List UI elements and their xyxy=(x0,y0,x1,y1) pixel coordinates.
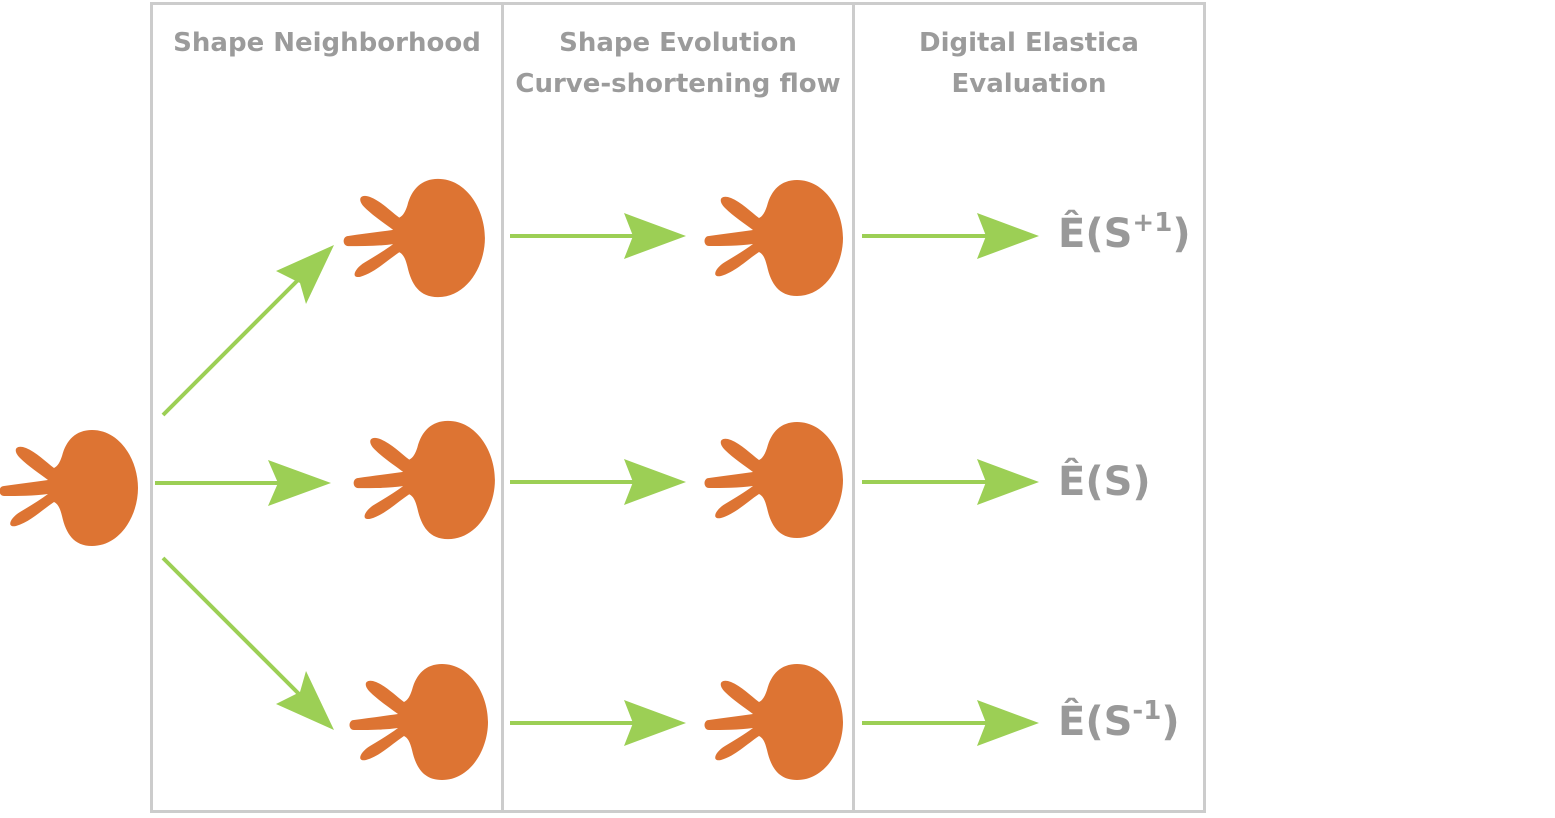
energy-close: ) xyxy=(1172,211,1191,257)
elastica-evaluation-panel: Digital Elastica Evaluation xyxy=(852,2,1206,813)
title-line: Curve-shortening flow xyxy=(515,69,841,99)
arrow-evolve-zero xyxy=(510,459,686,505)
arrow-evaluate-plus xyxy=(862,213,1039,259)
arrow-to-neighbor-minus xyxy=(161,556,334,730)
title-line: Shape Evolution xyxy=(559,28,797,58)
arrow-to-neighbor-zero xyxy=(155,460,331,506)
energy-sup: +1 xyxy=(1132,208,1173,238)
arrow-evaluate-minus xyxy=(862,700,1039,746)
energy-base: Ê(S xyxy=(1058,211,1133,257)
shape-evolution-title: Shape Evolution Curve-shortening flow xyxy=(504,23,852,105)
input-shape xyxy=(0,430,138,546)
arrow-to-neighbor-plus xyxy=(161,245,334,417)
arrow-evolve-plus xyxy=(510,213,686,259)
shape-neighborhood-panel: Shape Neighborhood xyxy=(150,2,504,813)
title-line: Digital Elastica xyxy=(919,28,1139,58)
title-line: Evaluation xyxy=(951,69,1107,99)
energy-base: Ê(S xyxy=(1058,459,1133,505)
energy-base: Ê(S xyxy=(1058,699,1133,745)
shape-neighborhood-title: Shape Neighborhood xyxy=(153,23,501,64)
energy-label-zero: Ê(S) xyxy=(1058,458,1151,506)
title-line: Shape Neighborhood xyxy=(173,28,481,58)
energy-close: ) xyxy=(1161,699,1180,745)
energy-close: ) xyxy=(1132,459,1151,505)
arrow-evolve-minus xyxy=(510,700,686,746)
elastica-evaluation-title: Digital Elastica Evaluation xyxy=(855,23,1203,105)
shape-evolution-panel: Shape Evolution Curve-shortening flow xyxy=(501,2,855,813)
energy-label-minus: Ê(S-1) xyxy=(1058,698,1180,746)
arrow-evaluate-zero xyxy=(862,459,1039,505)
energy-label-plus: Ê(S+1) xyxy=(1058,210,1191,258)
energy-sup: -1 xyxy=(1132,696,1162,726)
